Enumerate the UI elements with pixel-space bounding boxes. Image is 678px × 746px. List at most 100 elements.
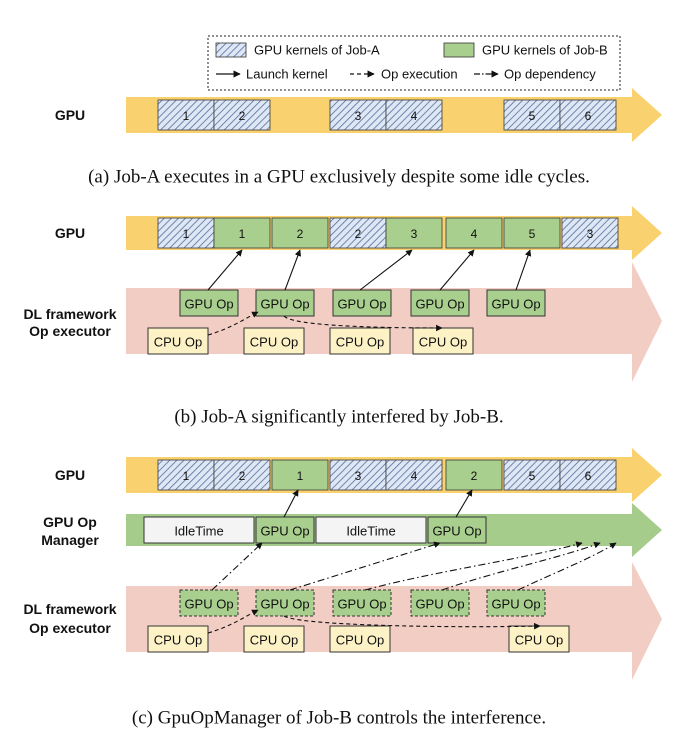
panel-b-kernel-label: 4: [471, 227, 478, 241]
panel-b-cpu-op-4-label: CPU Op: [419, 335, 467, 350]
panel-c-kernel-label: 5: [529, 469, 536, 483]
panel-c-kernel-job-b-2: [445, 459, 503, 491]
panel-a-kernel-label: 2: [239, 109, 246, 123]
panel-c-launch-arrow-2: [455, 489, 473, 518]
panel-b-cpu-op-1: [147, 327, 209, 355]
panel-c-kernel-job-a-1: [157, 459, 215, 491]
panel-c-cpu-op-3-label: CPU Op: [336, 633, 384, 648]
panel-a-kernel-label: 4: [411, 109, 418, 123]
legend-job-b-label: GPU kernels of Job-B: [482, 43, 608, 58]
panel-c-arrows: [207, 489, 617, 634]
panel-b-kernel-label: 3: [587, 227, 594, 241]
panel-a-gpu-label: GPU: [55, 107, 85, 123]
panel-c-cpu-op-2-label: CPU Op: [250, 633, 298, 648]
panel-a-kernel-job-a-6: [559, 99, 617, 131]
panel-c-manager-label-line-2: Manager: [41, 532, 99, 548]
panel-b-caption: (b) Job-A significantly interfered by Jo…: [174, 407, 503, 428]
panel-b-kernel-job-a-1: [157, 217, 215, 249]
panel-c-cpu-op-4: [508, 625, 570, 653]
panel-c-cpu-op-4-label: CPU Op: [515, 633, 563, 648]
panel-b-gpu-op-3-label: GPU Op: [337, 297, 386, 312]
panel-b-cpu-op-2-label: CPU Op: [250, 335, 298, 350]
panel-a-kernel-job-a-1: [157, 99, 215, 131]
panel-b-kernel-label: 1: [183, 227, 190, 241]
panel-c-dependency-arrow-1: [211, 542, 263, 591]
legend-launch-label: Launch kernel: [246, 67, 328, 82]
panel-b-launch-arrow-2: [284, 249, 302, 291]
panel-c-executor-gpu-op-3: [332, 589, 392, 617]
panel-c-executor-gpu-op-5: [486, 589, 546, 617]
panel-b-gpu-op-3: [332, 289, 392, 317]
panel-b-kernel-label: 2: [355, 227, 362, 241]
panel-b-gpu-label: GPU: [55, 225, 85, 241]
panel-b-kernel-label: 3: [411, 227, 418, 241]
panel-c-executor-gpu-op-4-label: GPU Op: [415, 597, 464, 612]
job-a-kernel-swatch: [215, 42, 247, 58]
panel-c-executor-gpu-op-2-label: GPU Op: [260, 597, 309, 612]
panel-c-cpu-op-3: [329, 625, 391, 653]
panel-a-kernel-label: 5: [529, 109, 536, 123]
panel-c-dependency-arrow-3: [364, 541, 583, 591]
panel-c-executor-gpu-op-1-label: GPU Op: [184, 597, 233, 612]
legend-dep-label: Op dependency: [504, 67, 596, 82]
panel-b-gpu-op-1-label: GPU Op: [184, 297, 233, 312]
panel-c-idle-time-1-label: IdleTime: [174, 524, 223, 539]
panel-b-executor-label-line-2: Op executor: [29, 323, 111, 339]
panel-b-kernel-job-b-2: [271, 217, 329, 249]
panel-b-gpu-op-1: [179, 289, 239, 317]
panel-c-kernel-job-a-3: [329, 459, 387, 491]
panel-c-kernel-label: 4: [411, 469, 418, 483]
panel-c-executor-lane: [126, 562, 662, 680]
panel-c-manager-gpu-op-1-label: GPU Op: [260, 524, 309, 539]
panel-b-launch-arrow-3: [359, 249, 413, 291]
panel-c-kernel-job-a-4: [385, 459, 443, 491]
legend: GPU kernels of Job-A GPU kernels of Job-…: [207, 35, 621, 91]
legend-exec-label: Op execution: [381, 67, 458, 82]
panel-c-executor-gpu-op-1: [179, 589, 239, 617]
panel-b-arrows: [207, 249, 532, 336]
panel-c-dependency-arrow-2: [289, 541, 441, 591]
panel-b-gpu-op-2: [255, 289, 315, 317]
panel-b-launch-arrow-4: [439, 249, 475, 291]
panel-b-kernel-job-a-3: [561, 217, 619, 249]
panel-c-cpu-op-2: [243, 625, 305, 653]
panel-c-idle-time-2-label: IdleTime: [346, 524, 395, 539]
panel-b-exec-arrow-1: [207, 311, 259, 336]
panel-b-cpu-op-3: [329, 327, 391, 355]
panel-b-gpu-op-2-label: GPU Op: [260, 297, 309, 312]
panel-b-kernel-label: 1: [239, 227, 246, 241]
panel-c-caption: (c) GpuOpManager of Job-B controls the i…: [132, 708, 546, 729]
panel-b-kernel-job-b-5: [503, 217, 561, 249]
legend-frame: [207, 35, 621, 91]
panel-b-exec-arrow-2: [283, 315, 443, 332]
panel-c-kernel-label: 3: [355, 469, 362, 483]
panel-a-kernel-label: 1: [183, 109, 190, 123]
panel-c-kernel-label: 1: [183, 469, 190, 483]
panel-c-manager-gpu-op-2-label: GPU Op: [432, 524, 481, 539]
panel-b-gpu-op-4-label: GPU Op: [415, 297, 464, 312]
panel-c-kernel-label: 2: [471, 469, 478, 483]
panel-c: GPU GPU Op Manager DL framework Op execu…: [23, 448, 662, 729]
panel-c-cpu-op-1: [147, 625, 209, 653]
panel-a-caption: (a) Job-A executes in a GPU exclusively …: [88, 167, 590, 188]
job-b-kernel-swatch: [443, 42, 475, 58]
panel-b-launch-arrow-5: [515, 249, 532, 291]
panel-b-cpu-op-4: [412, 327, 474, 355]
panel-b-cpu-op-3-label: CPU Op: [336, 335, 384, 350]
panel-c-executor-gpu-op-5-label: GPU Op: [491, 597, 540, 612]
panel-a-kernel-job-a-2: [213, 99, 271, 131]
panel-c-kernel-label: 2: [239, 469, 246, 483]
panel-c-manager-gpu-op-1: [255, 516, 315, 544]
panel-b-kernel-label: 2: [297, 227, 304, 241]
panel-b-cpu-op-1-label: CPU Op: [154, 335, 202, 350]
panel-b-executor-label-line-1: DL framework: [23, 306, 116, 322]
panel-b-executor-lane: [126, 262, 662, 382]
panel-c-kernel-job-b-1: [271, 459, 329, 491]
panel-c-kernel-job-a-6: [559, 459, 617, 491]
